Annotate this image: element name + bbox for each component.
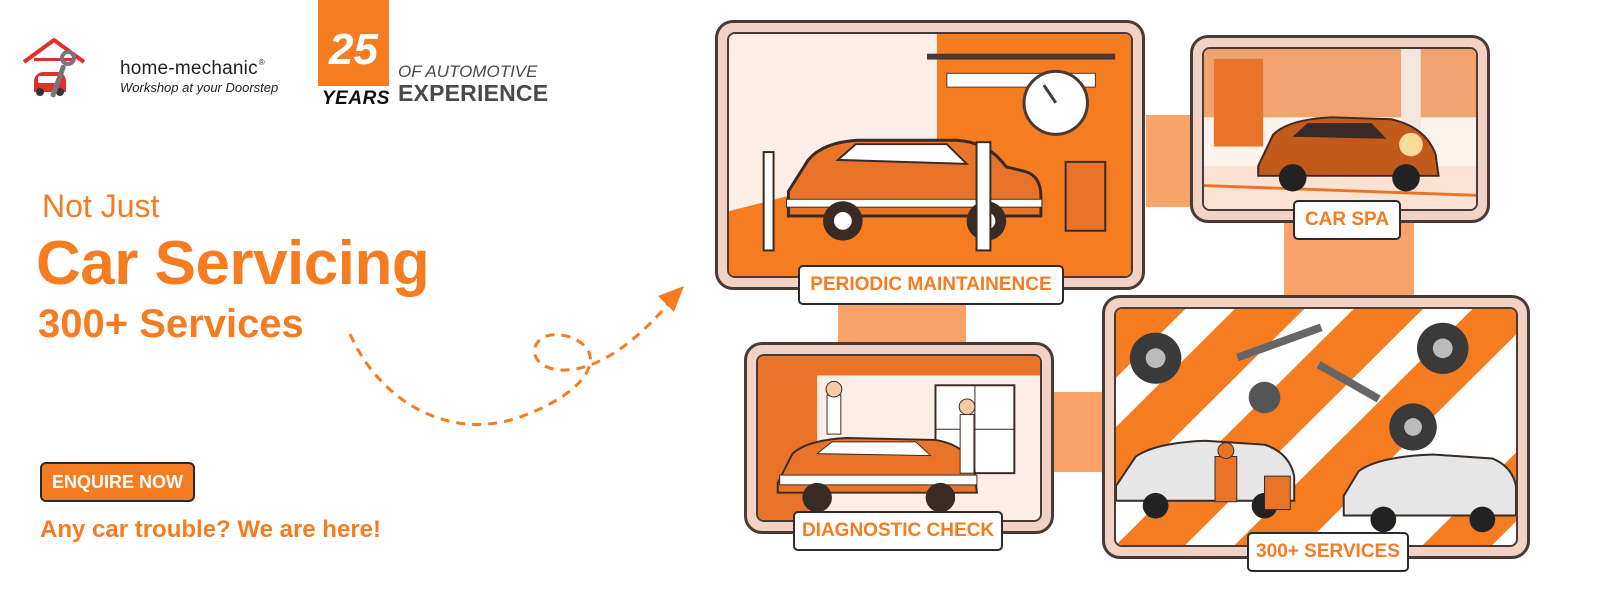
service-label: DIAGNOSTIC CHECK: [793, 511, 1003, 551]
service-card-periodic-maintenance[interactable]: PERIODIC MAINTAINENCE: [715, 20, 1145, 305]
years-label: YEARS: [322, 88, 390, 109]
tools-and-parts-illustration-icon: [1114, 307, 1518, 547]
service-card-car-spa[interactable]: CAR SPA: [1190, 35, 1490, 240]
sedan-on-lift-illustration-icon: [727, 32, 1133, 278]
service-label: PERIODIC MAINTAINENCE: [798, 265, 1064, 305]
sports-car-showroom-illustration-icon: [1202, 47, 1478, 211]
hero-kicker: Not Just: [42, 188, 160, 224]
brand-name: home-mechanic®: [120, 58, 265, 79]
service-card-300-services[interactable]: 300+ SERVICES: [1102, 295, 1530, 572]
connector-block: [1052, 392, 1102, 472]
brand-tagline: Workshop at your Doorstep: [120, 80, 279, 95]
registered-mark: ®: [258, 58, 265, 67]
service-card-diagnostic-check[interactable]: DIAGNOSTIC CHECK: [744, 342, 1054, 551]
mechanics-inspecting-car-illustration-icon: [756, 354, 1042, 522]
years-number: 25: [329, 25, 378, 74]
enquire-now-button[interactable]: ENQUIRE NOW: [40, 462, 195, 502]
years-box: [318, 0, 389, 86]
experience-line-1: OF AUTOMOTIVE: [398, 62, 538, 81]
hero-subheadline: 300+ Services: [38, 302, 304, 346]
dashed-arrow-icon: [348, 286, 684, 426]
connector-block: [1146, 115, 1192, 207]
hero-tagline: Any car trouble? We are here!: [40, 516, 381, 543]
service-label: CAR SPA: [1293, 200, 1401, 240]
hero-headline: Car Servicing: [36, 229, 430, 298]
connector-block: [838, 302, 966, 344]
brand-logo[interactable]: home-mechanic® Workshop at your Doorstep: [20, 36, 280, 106]
experience-line-2: EXPERIENCE: [398, 80, 549, 106]
house-wrench-logo-icon: [22, 38, 86, 98]
experience-badge: 25 YEARS OF AUTOMOTIVE EXPERIENCE: [318, 0, 558, 110]
service-label: 300+ SERVICES: [1247, 532, 1409, 572]
